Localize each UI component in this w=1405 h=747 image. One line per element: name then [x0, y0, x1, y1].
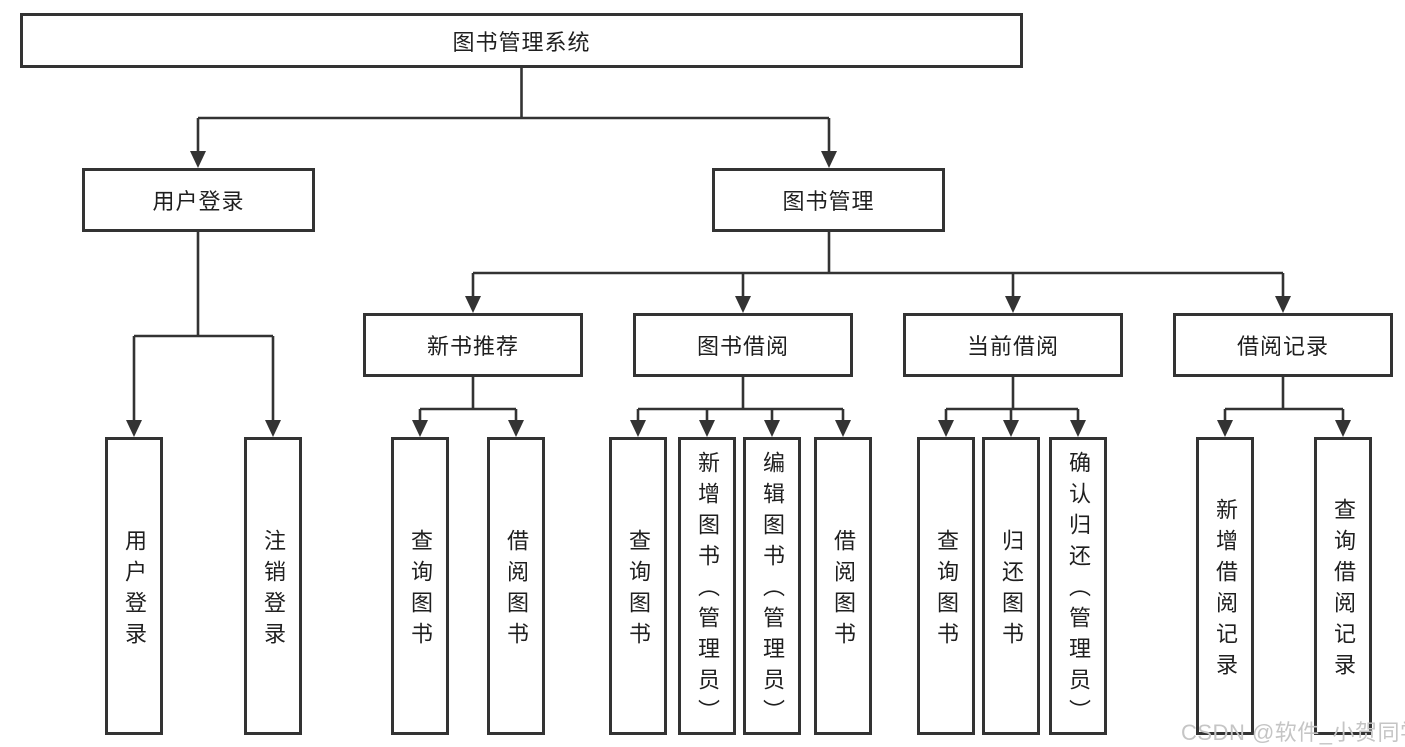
node-book-management: 图书管理: [712, 168, 945, 232]
node-leaf-records-add: 新增借阅记录: [1196, 437, 1254, 735]
node-leaf-logout-label: 注销登录: [261, 528, 286, 653]
csdn-watermark: CSDN @软件_小贺同学: [1181, 720, 1405, 745]
node-leaf-current-return-label: 归还图书: [999, 528, 1024, 653]
node-leaf-newbooks-query: 查询图书: [391, 437, 449, 735]
node-new-book-recommend-label: 新书推荐: [426, 334, 519, 359]
node-user-login-label: 用户登录: [152, 189, 245, 214]
node-leaf-borrow-borrow-label: 借阅图书: [831, 528, 856, 653]
node-leaf-records-query: 查询借阅记录: [1314, 437, 1372, 735]
node-borrow-records: 借阅记录: [1173, 313, 1393, 377]
node-leaf-newbooks-borrow-label: 借阅图书: [504, 528, 529, 653]
node-leaf-current-return: 归还图书: [982, 437, 1040, 735]
node-book-management-label: 图书管理: [782, 189, 875, 214]
node-leaf-user-login-label: 用户登录: [122, 528, 147, 653]
node-leaf-newbooks-query-label: 查询图书: [408, 528, 433, 653]
node-current-borrow-label: 当前借阅: [966, 334, 1059, 359]
node-library-system: 图书管理系统: [20, 13, 1023, 68]
node-leaf-borrow-borrow: 借阅图书: [814, 437, 872, 735]
node-leaf-logout: 注销登录: [244, 437, 302, 735]
node-leaf-records-add-label: 新增借阅记录: [1213, 497, 1238, 684]
node-new-book-recommend: 新书推荐: [363, 313, 583, 377]
node-borrow-records-label: 借阅记录: [1236, 334, 1329, 359]
node-book-borrow-label: 图书借阅: [696, 334, 789, 359]
node-user-login: 用户登录: [82, 168, 315, 232]
node-leaf-borrow-add: 新增图书（管理员）: [678, 437, 736, 735]
node-leaf-current-query-label: 查询图书: [934, 528, 959, 653]
node-current-borrow: 当前借阅: [903, 313, 1123, 377]
node-leaf-records-query-label: 查询借阅记录: [1331, 497, 1356, 684]
node-leaf-current-confirm: 确认归还（管理员）: [1049, 437, 1107, 735]
node-leaf-borrow-query-label: 查询图书: [626, 528, 651, 653]
node-leaf-borrow-edit-label: 编辑图书（管理员）: [760, 451, 785, 730]
node-leaf-current-query: 查询图书: [917, 437, 975, 735]
node-leaf-current-confirm-label: 确认归还（管理员）: [1066, 451, 1091, 730]
node-leaf-user-login: 用户登录: [105, 437, 163, 735]
node-leaf-borrow-query: 查询图书: [609, 437, 667, 735]
node-book-borrow: 图书借阅: [633, 313, 853, 377]
node-leaf-borrow-edit: 编辑图书（管理员）: [743, 437, 801, 735]
node-library-system-label: 图书管理系统: [452, 29, 591, 55]
node-leaf-newbooks-borrow: 借阅图书: [487, 437, 545, 735]
node-leaf-borrow-add-label: 新增图书（管理员）: [695, 451, 720, 730]
